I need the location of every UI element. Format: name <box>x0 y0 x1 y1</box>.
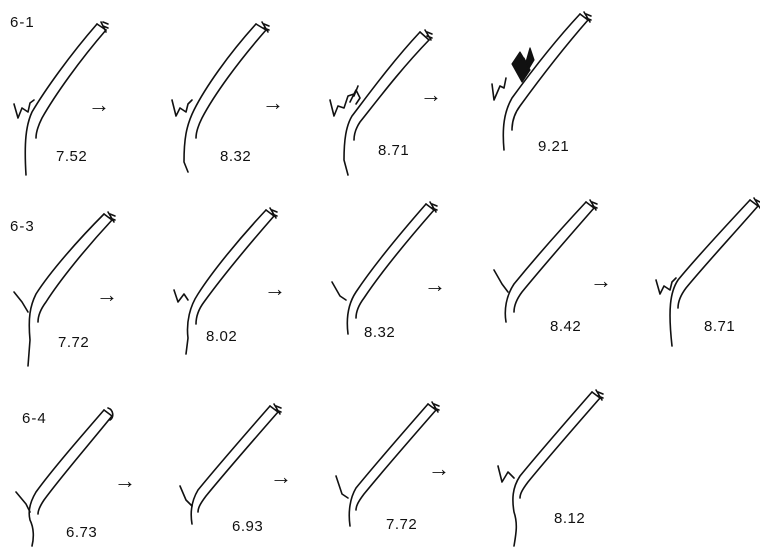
sketch-6-4-2 <box>180 404 281 524</box>
sketch-6-4-3 <box>336 402 439 526</box>
arrow-6-4-1: → <box>114 470 136 492</box>
value-6-3-1: 7.72 <box>58 334 89 351</box>
value-6-4-3: 7.72 <box>386 516 417 533</box>
sketch-6-4-4 <box>498 390 603 546</box>
value-6-1-1: 7.52 <box>56 148 87 165</box>
arrow-6-4-3: → <box>428 458 450 480</box>
sketch-6-4-1 <box>16 408 113 546</box>
sketch-6-1-4 <box>492 12 591 150</box>
value-6-1-4: 9.21 <box>538 138 569 155</box>
value-6-4-2: 6.93 <box>232 518 263 535</box>
value-6-3-5: 8.71 <box>704 318 735 335</box>
sketch-6-3-3 <box>332 202 437 334</box>
arrow-6-1-3: → <box>420 84 442 106</box>
value-6-4-4: 8.12 <box>554 510 585 527</box>
arrow-6-3-4: → <box>590 270 612 292</box>
value-6-4-1: 6.73 <box>66 524 97 541</box>
arrow-6-3-1: → <box>96 284 118 306</box>
arrow-6-3-3: → <box>424 274 446 296</box>
row-label-6-1: 6-1 <box>10 14 35 31</box>
value-6-3-2: 8.02 <box>206 328 237 345</box>
row-label-6-4: 6-4 <box>22 410 47 427</box>
arrow-6-1-1: → <box>88 94 110 116</box>
sketch-6-3-4 <box>494 200 597 322</box>
row-label-6-3: 6-3 <box>10 218 35 235</box>
arrow-6-1-2: → <box>262 92 284 114</box>
value-6-3-3: 8.32 <box>364 324 395 341</box>
arrow-6-4-2: → <box>270 466 292 488</box>
value-6-3-4: 8.42 <box>550 318 581 335</box>
value-6-1-3: 8.71 <box>378 142 409 159</box>
arrow-6-3-2: → <box>264 278 286 300</box>
value-6-1-2: 8.32 <box>220 148 251 165</box>
